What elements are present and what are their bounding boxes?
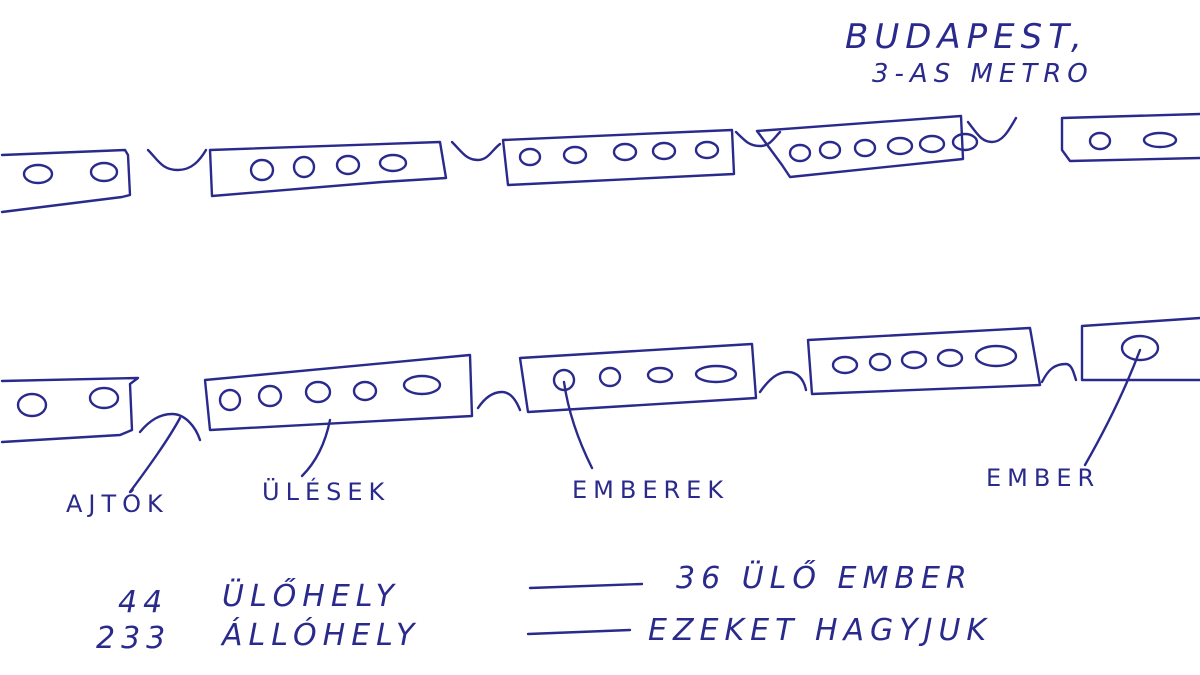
label-doors: AJTÓK — [66, 488, 169, 518]
annotation-pointers — [128, 348, 1142, 494]
person-icon — [1142, 131, 1178, 149]
pointer-people — [562, 380, 594, 470]
person-icon — [552, 368, 576, 392]
car-bottom-5 — [1080, 316, 1200, 382]
person-icon — [378, 153, 408, 173]
stats-block: 44 ÜLŐHELY 36 ÜLŐ EMBER 233 ÁLLÓHELY EZE… — [96, 559, 992, 656]
train-bottom — [0, 316, 1200, 444]
person-icon — [818, 140, 842, 160]
door-connector — [146, 148, 208, 172]
person-icon — [936, 348, 964, 368]
label-people: EMBEREK — [572, 476, 729, 504]
person-icon — [16, 392, 48, 418]
stat-standing-label: ÁLLÓHELY — [220, 616, 420, 653]
door-connector — [1040, 362, 1078, 384]
car-top-1 — [0, 148, 132, 214]
person-icon — [249, 158, 275, 182]
person-icon — [1088, 131, 1112, 151]
pointer-doors — [128, 416, 182, 494]
train-top — [0, 112, 1200, 214]
dash-line — [528, 582, 644, 590]
person-icon — [831, 355, 859, 375]
person-icon — [951, 132, 979, 152]
person-icon — [518, 147, 542, 167]
door-connector — [450, 140, 502, 162]
person-icon — [612, 142, 638, 162]
person-icon — [900, 350, 928, 370]
door-connector — [966, 116, 1018, 144]
person-icon — [352, 380, 378, 402]
car-top-2 — [208, 140, 448, 198]
person-icon — [218, 388, 242, 412]
pointer-person — [1083, 348, 1142, 467]
door-connector — [734, 130, 782, 148]
car-bottom-1 — [0, 376, 140, 444]
person-icon — [257, 384, 283, 408]
person-icon — [89, 161, 119, 183]
person-icon — [304, 380, 332, 404]
stat-standing-note: EZEKET HAGYJUK — [648, 613, 992, 648]
person-icon — [88, 386, 120, 410]
person-icon — [886, 136, 914, 156]
person-icon — [1120, 334, 1160, 362]
person-icon — [292, 155, 316, 179]
stat-seats-label: ÜLŐHELY — [222, 577, 400, 614]
person-icon — [598, 366, 622, 388]
label-person: EMBER — [986, 464, 1100, 492]
person-icon — [646, 366, 674, 384]
door-connector — [476, 390, 522, 412]
person-icon — [853, 138, 877, 158]
title-line-1: BUDAPEST, — [845, 17, 1088, 57]
person-icon — [562, 145, 588, 165]
person-icon — [918, 134, 946, 154]
person-icon — [694, 364, 738, 384]
car-bottom-2 — [203, 353, 474, 432]
person-icon — [335, 154, 361, 176]
door-connector — [758, 370, 808, 394]
stat-seats-count: 44 — [118, 585, 168, 620]
label-seats: ÜLÉSEK — [262, 477, 390, 506]
pointer-seats — [300, 418, 332, 478]
car-bottom-3 — [518, 342, 758, 414]
annotation-labels: AJTÓK ÜLÉSEK EMBEREK EMBER — [66, 464, 1100, 518]
person-icon — [402, 374, 442, 396]
person-icon — [651, 141, 677, 161]
person-icon — [788, 143, 812, 163]
person-icon — [694, 140, 720, 160]
dash-line — [526, 628, 632, 636]
person-icon — [22, 163, 54, 185]
title-line-2: 3-AS METRO — [872, 59, 1094, 89]
stat-standing-count: 233 — [96, 621, 171, 656]
person-icon — [974, 344, 1018, 368]
title-block: BUDAPEST, 3-AS METRO — [845, 17, 1094, 89]
car-top-4 — [755, 114, 979, 179]
person-icon — [868, 352, 892, 372]
car-top-5 — [1060, 112, 1200, 163]
stat-seats-note: 36 ÜLŐ EMBER — [676, 559, 973, 596]
car-top-3 — [501, 128, 736, 187]
door-connector — [138, 412, 202, 442]
car-bottom-4 — [806, 326, 1042, 396]
